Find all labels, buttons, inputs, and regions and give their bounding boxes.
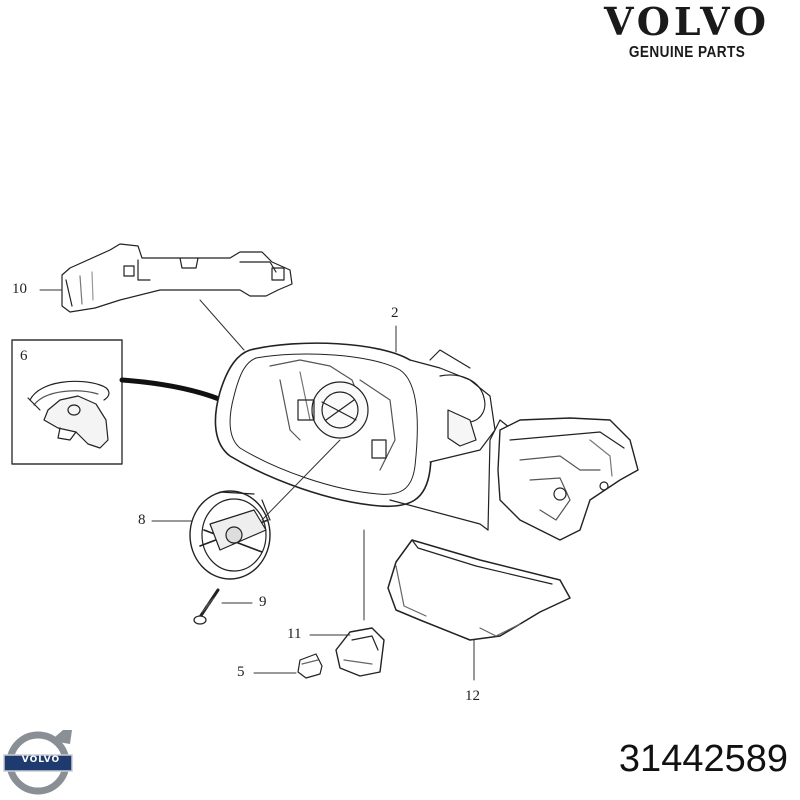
logo-text: VOLVO [21, 755, 61, 765]
brand-name: VOLVO [603, 0, 770, 44]
leader-10b [199, 299, 245, 351]
part-number: 31442589 [618, 738, 788, 780]
mirror-adjuster-motor [189, 490, 271, 580]
brand-header: VOLVO GENUINE PARTS [604, 2, 770, 62]
mirror-cover [387, 539, 571, 641]
callout-10: 10 [12, 281, 27, 297]
mirror-base-bracket [497, 417, 639, 541]
callout-5: 5 [237, 664, 245, 680]
callout-12: 12 [465, 688, 480, 704]
callout-11: 11 [287, 626, 302, 642]
inset-bulb-detail [11, 339, 123, 465]
bulb-socket [335, 627, 385, 677]
bulb [297, 653, 323, 679]
turn-signal-lamp [61, 243, 293, 313]
screw [193, 588, 220, 625]
leader-8b [261, 439, 341, 521]
callout-8: 8 [138, 512, 146, 528]
callout-9: 9 [259, 594, 267, 610]
callout-2: 2 [391, 305, 399, 321]
mirror-housing [214, 342, 511, 531]
volvo-logo-icon [3, 730, 73, 795]
callout-6: 6 [20, 348, 28, 364]
leader-lines [39, 289, 475, 681]
brand-subtitle: GENUINE PARTS [628, 44, 746, 61]
